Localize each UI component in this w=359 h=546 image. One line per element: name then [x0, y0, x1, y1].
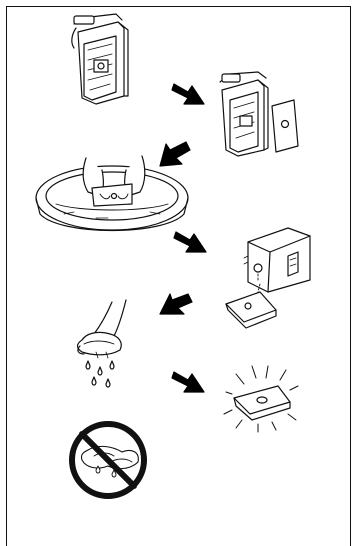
water-drop-icon	[86, 361, 114, 387]
arrow-icon	[172, 84, 204, 104]
arrow-icon	[174, 232, 206, 252]
prohibition-icon	[72, 424, 144, 496]
instruction-page	[0, 0, 359, 535]
arrow-icon	[160, 142, 190, 166]
filter-unit-assembled	[72, 14, 128, 104]
instruction-illustration	[0, 0, 359, 535]
washing-basin	[36, 156, 188, 231]
squeezing-hand	[78, 300, 127, 358]
arrow-icon	[160, 294, 192, 314]
arrow-icon	[172, 372, 204, 392]
filter-unit-separated	[220, 72, 298, 156]
tank-with-sponge	[226, 228, 310, 328]
dried-pad	[224, 366, 298, 432]
